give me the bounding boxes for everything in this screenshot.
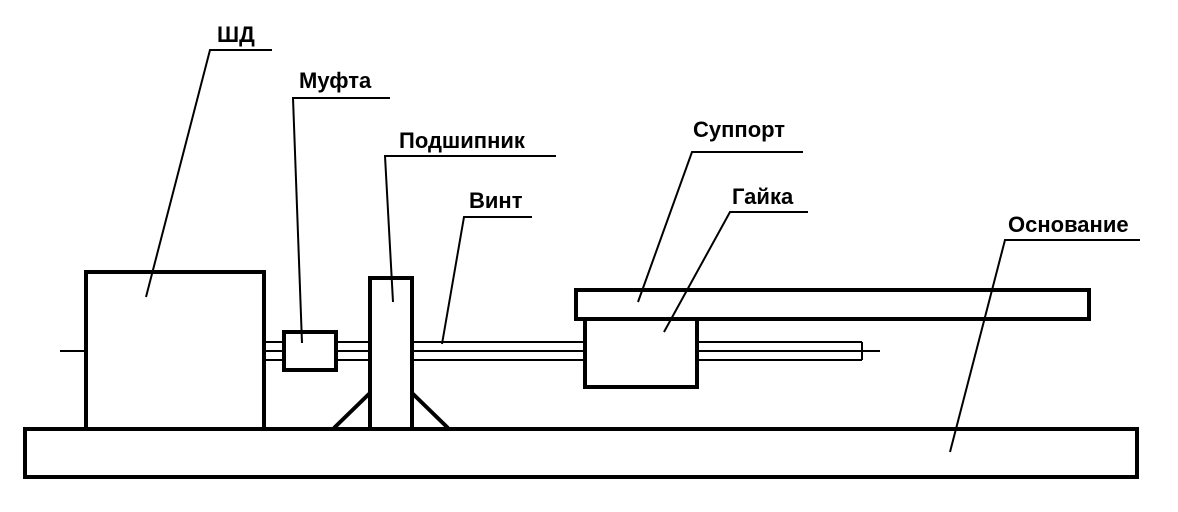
base-plate bbox=[23, 427, 1139, 479]
nut bbox=[583, 316, 699, 389]
bearing-support bbox=[332, 276, 450, 431]
label-carriage: Суппорт bbox=[693, 117, 785, 142]
part-labels: ШД Муфта Подшипник Винт Суппорт Гайка Ос… bbox=[217, 22, 1129, 237]
motor-leader bbox=[145, 49, 272, 298]
coupling bbox=[282, 330, 338, 372]
label-bearing: Подшипник bbox=[399, 128, 526, 153]
screw-leader bbox=[441, 216, 532, 345]
bearing-leader bbox=[383, 155, 556, 303]
label-screw: Винт bbox=[469, 188, 523, 213]
carriage-leader bbox=[637, 151, 803, 303]
coupling-leader bbox=[291, 97, 390, 344]
leader-lines bbox=[145, 49, 1140, 453]
label-motor: ШД bbox=[217, 22, 255, 47]
screw-shaft bbox=[265, 341, 863, 361]
base-leader bbox=[949, 239, 1140, 453]
carriage bbox=[574, 288, 1091, 321]
label-coupling: Муфта bbox=[299, 68, 372, 93]
nut-leader bbox=[663, 211, 808, 333]
label-base: Основание bbox=[1008, 212, 1129, 237]
stepper-motor bbox=[84, 270, 266, 431]
label-nut: Гайка bbox=[732, 184, 794, 209]
